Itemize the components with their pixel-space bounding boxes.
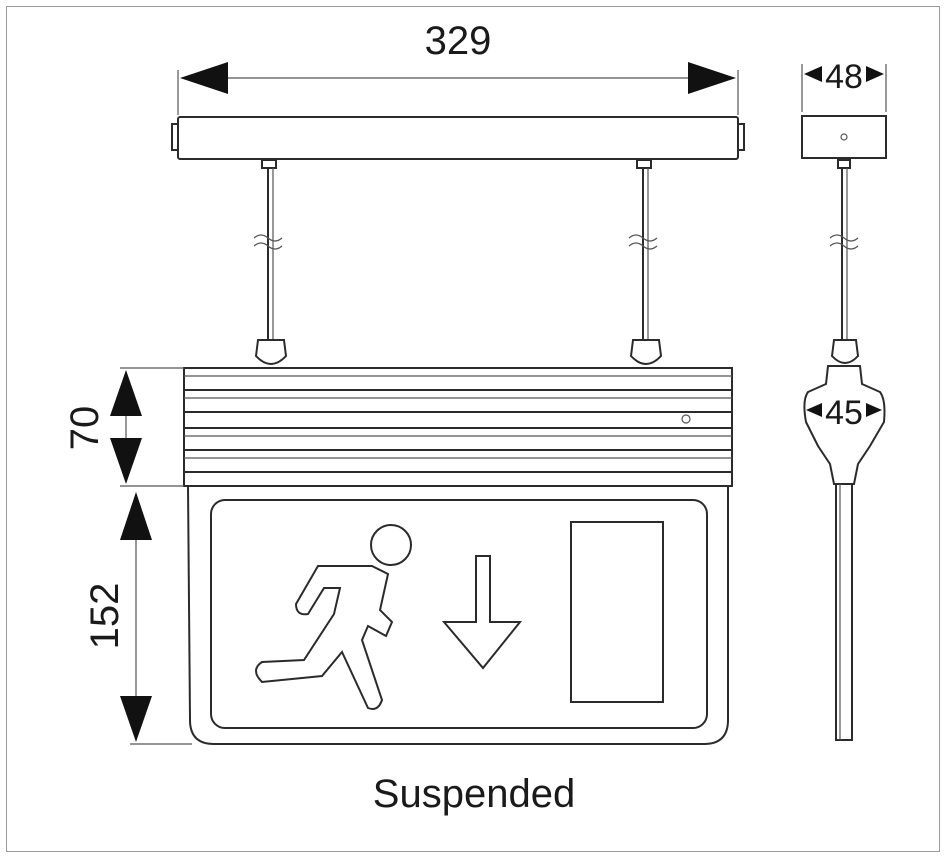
dimension-45-label: 45 xyxy=(825,394,863,432)
dimension-48: 48 xyxy=(801,58,887,112)
running-man-icon xyxy=(255,524,412,710)
drawing-caption: Suspended xyxy=(372,772,576,816)
dimension-152: 152 xyxy=(83,492,192,745)
dimension-329: 329 xyxy=(177,19,739,115)
drawing-frame xyxy=(6,6,940,852)
ceiling-bracket xyxy=(171,116,745,160)
dimension-45: 45 xyxy=(806,394,882,432)
dimension-329-label: 329 xyxy=(425,19,492,63)
housing xyxy=(183,367,733,487)
dimension-70-label: 70 xyxy=(63,406,107,451)
sign-panel xyxy=(186,485,729,745)
dimension-48-label: 48 xyxy=(825,58,863,96)
side-bracket xyxy=(801,115,887,364)
arrow-down-icon xyxy=(441,555,523,670)
side-housing xyxy=(803,365,886,741)
door-icon xyxy=(570,521,664,703)
suspension-cable-right xyxy=(628,159,663,365)
suspension-cable-left xyxy=(253,159,288,365)
dimension-152-label: 152 xyxy=(83,583,127,650)
dimension-70: 70 xyxy=(63,367,184,487)
